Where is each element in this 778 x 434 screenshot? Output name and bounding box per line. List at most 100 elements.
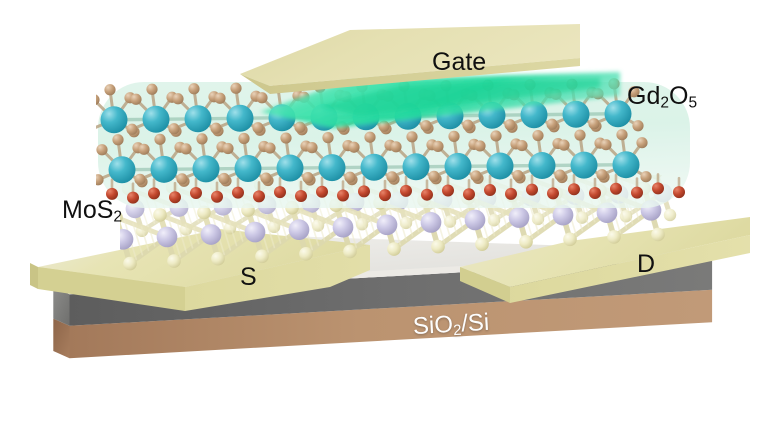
interface-o-atom xyxy=(526,183,538,196)
atomic-bond xyxy=(440,206,452,239)
s-atom xyxy=(563,232,577,247)
atomic-bond xyxy=(404,211,414,237)
gate-glow-texture xyxy=(320,78,600,116)
atomic-bond xyxy=(264,215,276,249)
o-atom xyxy=(306,142,318,154)
interface-o-atom xyxy=(673,186,685,199)
atomic-bond xyxy=(308,213,320,246)
si-layer-side xyxy=(53,318,70,359)
o-atom xyxy=(260,172,272,184)
o-atom xyxy=(558,139,570,151)
gd-atom xyxy=(528,152,556,180)
o-atom xyxy=(96,174,104,186)
s-atom xyxy=(167,254,181,268)
o-atom xyxy=(218,172,230,185)
o-atom xyxy=(138,143,150,155)
o-atom xyxy=(210,122,222,134)
o-atom xyxy=(636,137,648,149)
label-source: S xyxy=(240,263,257,291)
gd-atom xyxy=(612,151,640,179)
o-atom xyxy=(490,130,502,142)
interface-o-atom xyxy=(652,182,664,195)
gd-atom xyxy=(100,106,128,134)
gd-atom xyxy=(108,156,136,184)
o-atom xyxy=(462,119,474,131)
o-atom xyxy=(104,84,116,96)
o-atom xyxy=(448,130,460,142)
atomic-bond xyxy=(369,217,376,235)
interface-o-atom xyxy=(484,184,496,197)
interface-o-atom xyxy=(337,189,349,202)
drain-front-face xyxy=(460,235,750,303)
gd-atom xyxy=(604,100,632,128)
atomic-bond xyxy=(237,224,244,242)
o-atom xyxy=(532,129,544,142)
o-atom xyxy=(640,171,652,183)
s-atom xyxy=(211,251,225,266)
o-atom xyxy=(588,118,600,130)
o-atom xyxy=(546,118,558,130)
mo-atom xyxy=(332,216,354,238)
atomic-bond xyxy=(589,205,596,223)
s-atom xyxy=(123,256,137,271)
o-atom xyxy=(96,94,100,106)
o-atom xyxy=(130,93,142,105)
s-atom xyxy=(519,234,533,249)
interface-o-atom xyxy=(463,188,475,201)
o-atom xyxy=(470,170,482,182)
gd-atom xyxy=(192,155,220,183)
mo-atom xyxy=(508,207,530,228)
interface-o-atom xyxy=(631,186,643,199)
atomic-bond xyxy=(281,222,288,240)
o-atom xyxy=(574,129,586,141)
interface-o-atom xyxy=(274,186,286,199)
interface-o-atom xyxy=(400,184,412,197)
s-atom xyxy=(431,239,445,254)
atomic-bond xyxy=(132,223,144,256)
atomic-bond xyxy=(396,208,408,241)
atomic-bond xyxy=(536,204,546,230)
atomic-bond xyxy=(184,223,194,249)
source-electrode-slab xyxy=(30,229,370,311)
o-atom xyxy=(252,122,264,134)
gd2o5-lattice xyxy=(96,78,685,204)
atomic-bond xyxy=(457,212,464,230)
atomic-bond xyxy=(545,207,552,225)
o-atom xyxy=(222,142,234,155)
o-atom xyxy=(214,92,226,104)
o-atom xyxy=(180,143,192,155)
o-atom xyxy=(420,120,432,132)
mo-atom xyxy=(156,226,178,248)
s-atom xyxy=(607,230,621,244)
interface-o-atom xyxy=(211,190,223,203)
sio2-layer-side xyxy=(53,287,70,326)
mo-atom xyxy=(376,214,398,236)
atomic-bond xyxy=(484,203,496,237)
interface-o-atom xyxy=(169,191,181,204)
mo-atom xyxy=(464,209,486,231)
gd2o5-dielectric-capsule xyxy=(96,78,690,208)
o-atom xyxy=(390,141,402,153)
gd2o5-row xyxy=(96,78,644,138)
gd2o5-row xyxy=(96,129,652,188)
interface-o-atom xyxy=(610,182,622,195)
o-atom xyxy=(616,129,628,141)
o-atom xyxy=(126,123,138,135)
interface-o-atom xyxy=(295,189,307,202)
atomic-bond xyxy=(220,218,232,251)
gd-atom xyxy=(520,101,548,129)
o-atom xyxy=(134,173,146,185)
mo-atom xyxy=(200,224,222,245)
gd-atom xyxy=(150,155,178,183)
s-atom xyxy=(475,237,489,251)
atomic-bond xyxy=(316,216,326,242)
atomic-bond xyxy=(448,209,458,235)
o-atom xyxy=(168,123,180,135)
s-atom xyxy=(255,249,269,264)
interface-o-atom xyxy=(232,186,244,199)
o-atom xyxy=(176,173,188,185)
gate-front-face xyxy=(240,58,580,94)
o-atom xyxy=(516,139,528,152)
gd-atom xyxy=(234,154,262,182)
